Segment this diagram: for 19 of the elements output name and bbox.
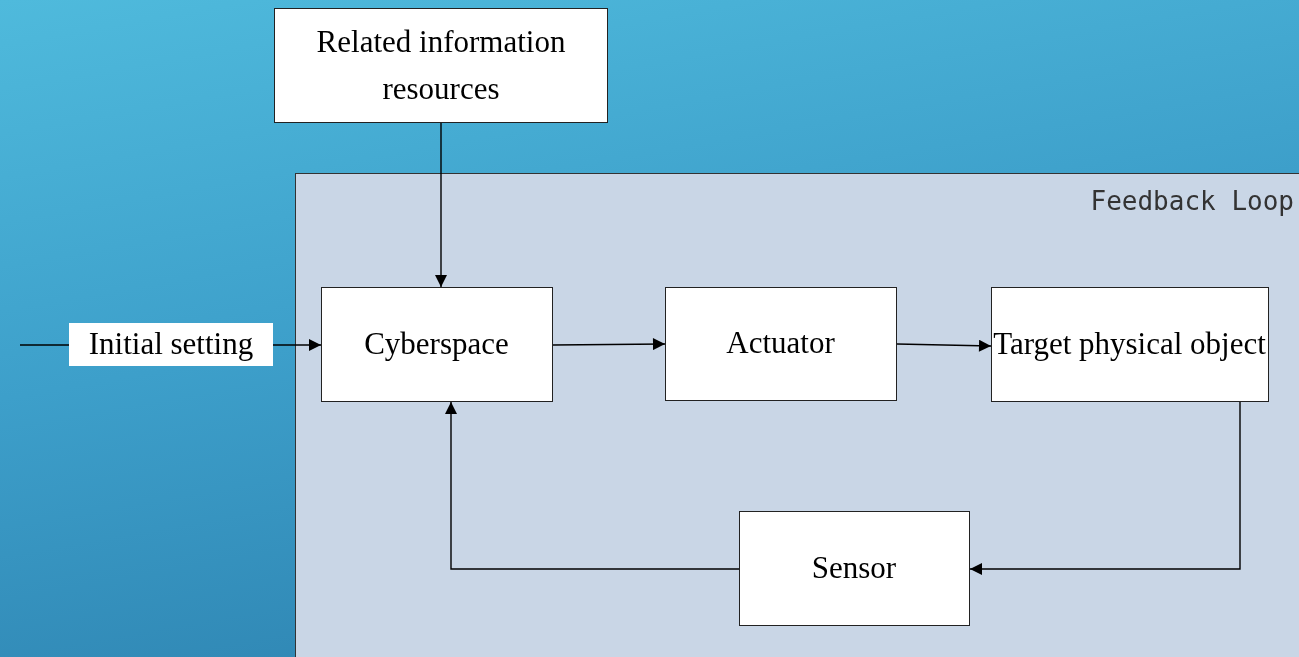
box-label: Target physical object — [993, 324, 1266, 363]
arrow — [272, 339, 322, 351]
process-box — [274, 8, 608, 123]
box-label: Cyberspace — [364, 324, 509, 363]
process-box — [664, 286, 897, 401]
panel-title: Feedback Loop — [1090, 186, 1294, 216]
box-label: Related information resources — [315, 23, 567, 108]
arrow — [435, 122, 447, 288]
arrow — [969, 401, 1241, 575]
box-label: Actuator — [726, 324, 835, 363]
process-box — [990, 286, 1269, 402]
arrow — [445, 401, 740, 570]
process-box — [320, 286, 553, 402]
box-label: Sensor — [811, 548, 897, 587]
process-box — [738, 510, 970, 626]
arrow — [552, 338, 666, 351]
feedback-loop-panel — [295, 173, 1299, 657]
input-label: Initial setting — [69, 323, 273, 366]
arrow — [896, 339, 992, 352]
